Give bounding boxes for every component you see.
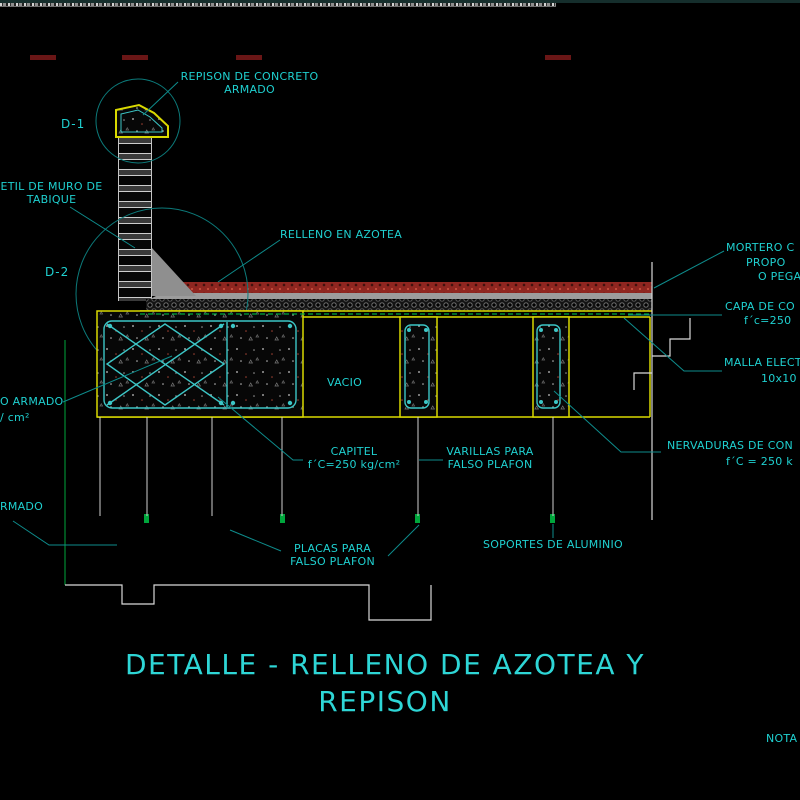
drawing-title-line1: DETALLE - RELLENO DE AZOTEA Y bbox=[124, 648, 646, 681]
leader-placas-left bbox=[229, 529, 282, 552]
leader-armado bbox=[12, 520, 117, 546]
lower-wall-outline bbox=[65, 584, 432, 621]
label-malla-line2: 10x10 bbox=[761, 372, 797, 385]
repison-section bbox=[115, 103, 169, 138]
label-repison-line1: REPISON DE CONCRETO bbox=[180, 70, 319, 83]
label-mortero-line2: PROPO bbox=[746, 256, 786, 269]
top-edge-strip bbox=[0, 0, 800, 3]
label-nota: NOTA bbox=[766, 732, 798, 745]
drawing-title: DETALLE - RELLENO DE AZOTEA Y REPISON bbox=[60, 646, 710, 720]
break-line-steps bbox=[633, 318, 691, 390]
label-muro-line1: ETIL DE MURO DE bbox=[0, 180, 103, 193]
slab-structure bbox=[96, 310, 652, 418]
label-capitel-line1: CAPITEL bbox=[330, 445, 378, 458]
detail-marker-d2: D-2 bbox=[45, 265, 70, 279]
label-malla-line1: MALLA ELECT bbox=[724, 356, 800, 369]
label-mortero-line1: MORTERO C bbox=[726, 241, 795, 254]
rebar-stirrups bbox=[103, 320, 561, 409]
leader-muro bbox=[69, 206, 136, 249]
label-placas-line1: PLACAS PARA bbox=[294, 542, 371, 555]
drawing-title-line2: REPISON bbox=[318, 685, 452, 718]
label-vacio: VACIO bbox=[327, 376, 362, 389]
red-tick bbox=[236, 55, 262, 60]
leader-placas-right bbox=[387, 524, 420, 557]
ceiling-support-tick bbox=[280, 514, 285, 523]
label-capitel-line2: f´C=250 kg/cm² bbox=[307, 458, 401, 471]
rebar-dots bbox=[107, 323, 558, 406]
label-placas: PLACAS PARA FALSO PLAFON bbox=[280, 542, 385, 568]
roof-fill-layer bbox=[146, 299, 652, 311]
mortar-fillet bbox=[152, 248, 196, 296]
label-muro: ETIL DE MURO DE TABIQUE bbox=[0, 180, 103, 206]
red-tick bbox=[545, 55, 571, 60]
label-varillas-line2: FALSO PLAFON bbox=[447, 458, 533, 471]
rib-1 bbox=[399, 316, 438, 418]
label-relleno: RELLENO EN AZOTEA bbox=[280, 228, 403, 241]
leader-malla bbox=[623, 317, 722, 372]
label-soportes: SOPORTES DE ALUMINIO bbox=[483, 538, 623, 551]
label-nervaduras-line2: f´C = 250 k bbox=[726, 455, 793, 468]
label-capitel: CAPITEL f´C=250 kg/cm² bbox=[298, 445, 410, 471]
leader-repison bbox=[142, 81, 179, 116]
label-capa-line1: CAPA DE CO bbox=[725, 300, 795, 313]
hanger-wires bbox=[99, 417, 554, 516]
label-varillas: VARILLAS PARA FALSO PLAFON bbox=[442, 445, 538, 471]
label-trabe-line2: / cm² bbox=[0, 411, 30, 424]
d1-detail-circle bbox=[95, 78, 181, 164]
label-armado: RMADO bbox=[0, 500, 44, 513]
tabique-wall-hatch bbox=[118, 137, 152, 301]
leader-trabe bbox=[62, 355, 173, 403]
ceiling-support-tick bbox=[550, 514, 555, 523]
detail-marker-d1: D-1 bbox=[61, 117, 86, 131]
ceiling-support-tick bbox=[415, 514, 420, 523]
label-nervaduras-line1: NERVADURAS DE CON bbox=[667, 439, 794, 452]
leader-nervaduras bbox=[553, 390, 661, 453]
red-tick bbox=[122, 55, 148, 60]
leader-lines bbox=[12, 81, 725, 557]
leader-capitel bbox=[217, 396, 303, 461]
ceiling-support-tick bbox=[144, 514, 149, 523]
mortar-layer bbox=[150, 293, 652, 299]
brick-layer bbox=[162, 282, 652, 293]
label-varillas-line1: VARILLAS PARA bbox=[446, 445, 534, 458]
label-repison: REPISON DE CONCRETO ARMADO bbox=[172, 70, 327, 96]
label-mortero-line3: O PEGA bbox=[758, 270, 800, 283]
label-trabe-line1: O ARMADO bbox=[0, 395, 64, 408]
leader-mortero bbox=[653, 250, 725, 289]
label-capa-line2: f´c=250 bbox=[744, 314, 792, 327]
red-tick bbox=[30, 55, 56, 60]
label-muro-line2: TABIQUE bbox=[26, 193, 77, 206]
white-outlines bbox=[65, 262, 691, 621]
label-placas-line2: FALSO PLAFON bbox=[290, 555, 375, 568]
label-repison-line2: ARMADO bbox=[224, 83, 275, 96]
beam-capitel-box bbox=[96, 310, 304, 418]
leader-relleno bbox=[217, 239, 281, 283]
rib-2 bbox=[532, 316, 570, 418]
